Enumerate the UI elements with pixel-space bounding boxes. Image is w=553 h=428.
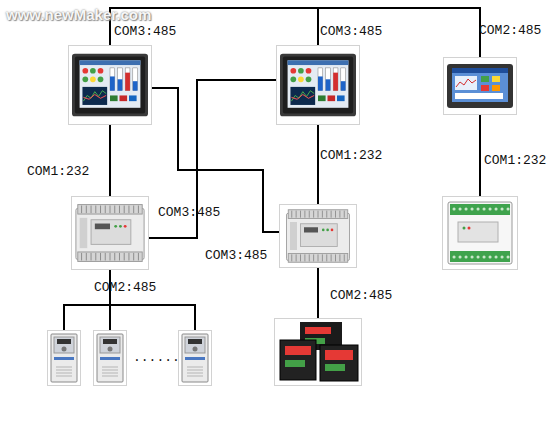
controller-digits xyxy=(285,346,311,355)
ellipsis-mark: ...... xyxy=(133,350,180,365)
device-frame xyxy=(71,196,149,270)
cable-line xyxy=(479,115,481,196)
device-frame xyxy=(279,204,357,268)
cable-line xyxy=(152,88,279,232)
port-label: COM2:485 xyxy=(94,280,156,295)
controller-digits xyxy=(325,364,345,371)
port-label: COM1:232 xyxy=(484,153,546,168)
inverter-picture xyxy=(182,334,208,382)
plc-picture xyxy=(76,205,144,262)
cable-line xyxy=(149,80,276,238)
port-label: COM3:485 xyxy=(320,24,382,39)
port-label: COM2:485 xyxy=(330,288,392,303)
port-label: COM3:485 xyxy=(114,24,176,39)
inverter-picture xyxy=(97,334,123,382)
controller-body xyxy=(320,345,358,381)
controller-digits xyxy=(285,360,305,367)
hmi-picture xyxy=(280,54,356,117)
device-frame xyxy=(178,330,212,386)
cable-line xyxy=(318,8,480,57)
plc-picture xyxy=(287,210,350,263)
cable-line xyxy=(109,125,111,196)
device-frame xyxy=(274,318,362,386)
port-label: COM1:232 xyxy=(27,164,89,179)
cable-line xyxy=(110,270,195,330)
device-frame xyxy=(442,196,518,270)
device-frame: COM2:485 xyxy=(443,57,517,115)
device-frame xyxy=(93,330,127,386)
controller-body xyxy=(280,340,316,380)
temperature-controllers-picture xyxy=(280,322,358,381)
device-frame xyxy=(47,330,81,386)
cable-line xyxy=(317,268,319,318)
plc-picture xyxy=(448,202,512,264)
device-frame: COM3:485 xyxy=(68,45,152,125)
port-label: COM3:485 xyxy=(205,248,267,263)
controller-digits xyxy=(305,327,331,334)
hmi-picture xyxy=(72,54,148,117)
watermark: www.newMaker.com xyxy=(6,6,151,23)
hmi-picture xyxy=(447,64,513,108)
controller-digits xyxy=(325,350,353,360)
port-label: COM1:232 xyxy=(320,148,382,163)
cable-line xyxy=(317,125,319,204)
inverter-picture xyxy=(51,334,77,382)
port-label: COM3:485 xyxy=(158,205,220,220)
device-frame: COM3:485 xyxy=(276,45,360,125)
cable-line xyxy=(64,270,110,330)
port-label: COM2:485 xyxy=(479,23,541,38)
